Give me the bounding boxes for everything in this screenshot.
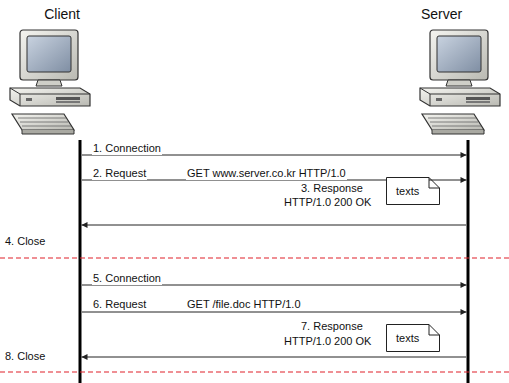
message-label: 7. Response xyxy=(300,320,364,333)
document-note: texts xyxy=(386,177,440,205)
status-line: HTTP/1.0 200 OK xyxy=(283,196,372,209)
message-label: 5. Connection xyxy=(92,272,162,285)
status-line: HTTP/1.0 200 OK xyxy=(283,335,372,348)
message-arrow xyxy=(82,357,467,358)
message-arrow xyxy=(82,312,467,313)
message-label: 2. Request xyxy=(92,167,147,180)
message-label: 6. Request xyxy=(92,298,147,311)
step-label: 8. Close xyxy=(4,350,46,363)
message-label: 1. Connection xyxy=(92,142,162,155)
document-note: texts xyxy=(386,324,440,352)
request-line: GET /file.doc HTTP/1.0 xyxy=(186,298,302,311)
client-actor: Client xyxy=(10,6,80,376)
client-lifeline xyxy=(79,140,82,383)
separator xyxy=(0,371,509,372)
server-lifeline xyxy=(467,140,470,383)
document-label: texts xyxy=(386,324,440,345)
server-actor: Server xyxy=(468,6,504,376)
request-line: GET www.server.co.kr HTTP/1.0 xyxy=(186,167,347,180)
host-name: Client xyxy=(10,6,80,23)
separator xyxy=(0,257,509,258)
document-label: texts xyxy=(386,177,440,198)
client-computer xyxy=(10,30,90,134)
message-arrow xyxy=(82,225,467,226)
server-computer xyxy=(420,30,500,134)
message-label: 3. Response xyxy=(300,182,364,195)
step-label: 4. Close xyxy=(4,235,46,248)
host-name: Server xyxy=(421,6,457,23)
